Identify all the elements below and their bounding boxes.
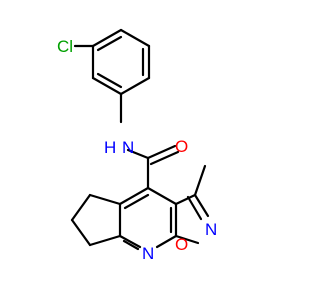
bond (118, 186, 150, 206)
bond (155, 234, 178, 249)
isoxazole-oxygen-label: O (175, 235, 188, 254)
bond-lines (70, 28, 210, 251)
bond (70, 193, 92, 222)
atom-labels: Cl N H O N N O (57, 37, 217, 263)
bond (193, 193, 210, 218)
isoxazole-nitrogen-label: N (205, 220, 217, 239)
amide-nitrogen-label: N (122, 138, 134, 157)
bond (174, 193, 197, 206)
molecule-structure: Cl N H O N N O (57, 28, 217, 263)
amide-hydrogen-label: H (104, 138, 116, 157)
bond (126, 148, 150, 160)
pyridine-nitrogen-label: N (142, 244, 154, 263)
bond (193, 164, 207, 197)
bond (91, 76, 123, 96)
bond (70, 218, 92, 247)
bond (88, 193, 122, 206)
bond (122, 239, 140, 251)
bond (123, 193, 150, 210)
carbonyl-oxygen-label: O (175, 137, 188, 156)
chlorine-atom-label: Cl (57, 37, 73, 56)
bond (146, 144, 177, 160)
bond (91, 28, 123, 48)
bond (186, 195, 203, 221)
bond (146, 186, 178, 206)
bond (119, 28, 151, 48)
bond (96, 35, 123, 52)
bond (149, 150, 180, 166)
bond (174, 234, 200, 245)
bond (96, 72, 123, 89)
bond (88, 234, 122, 247)
bond (118, 234, 142, 249)
bond (119, 76, 151, 96)
